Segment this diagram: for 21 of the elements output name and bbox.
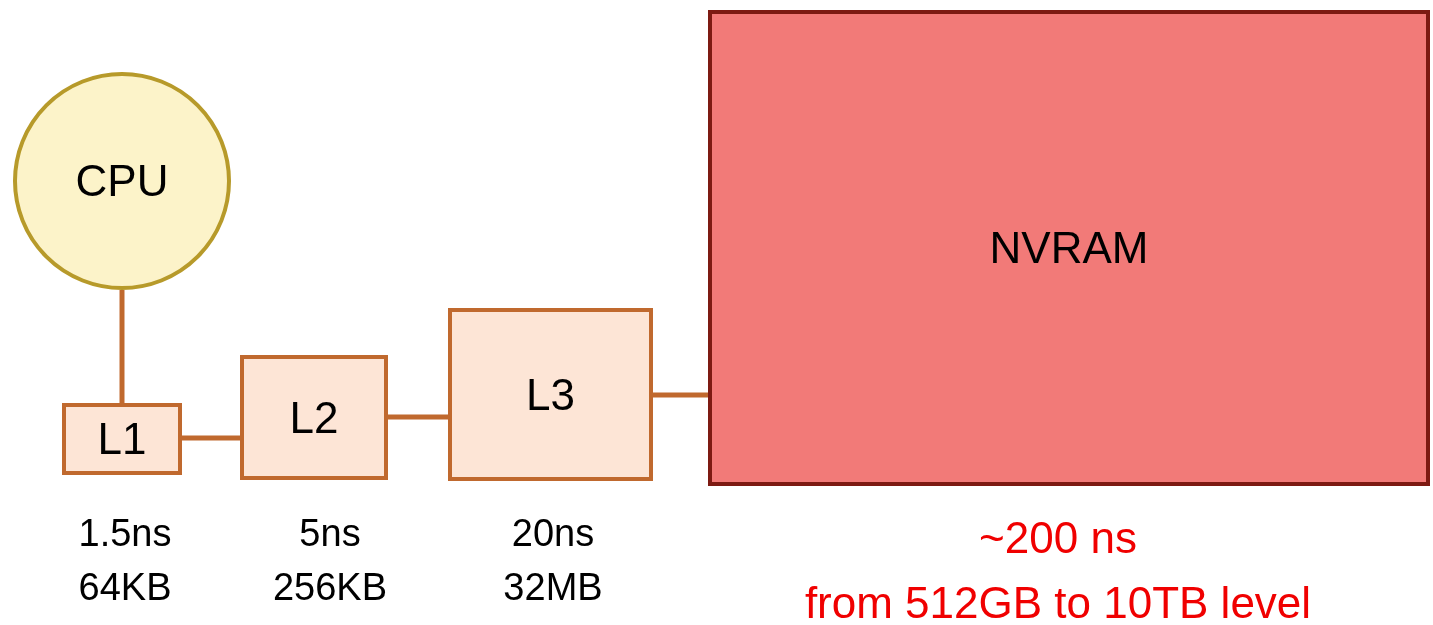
annotation-text: ~200 ns [979,511,1137,563]
annotation-text: 20ns [511,511,595,555]
node-label: CPU [75,156,169,206]
node-label: L1 [97,414,147,464]
annotation-text: 5ns [299,511,361,555]
connector-line [182,435,240,441]
memory-box [708,10,1430,486]
cache-box [240,355,388,480]
annotation-text: 1.5ns [78,511,172,555]
annotation-text: 256KB [272,565,388,609]
cache-box [448,308,653,481]
connector-line [119,290,125,403]
annotation-text: 32MB [503,565,603,609]
node-label: L3 [526,369,575,420]
annotation-text: 64KB [78,565,172,609]
node-label: NVRAM [989,223,1149,273]
cache-box [62,403,182,475]
node-label: L2 [289,392,339,443]
connector-line [388,414,448,420]
annotation-text: from 512GB to 10TB level [804,576,1312,625]
connector-line [653,392,708,398]
